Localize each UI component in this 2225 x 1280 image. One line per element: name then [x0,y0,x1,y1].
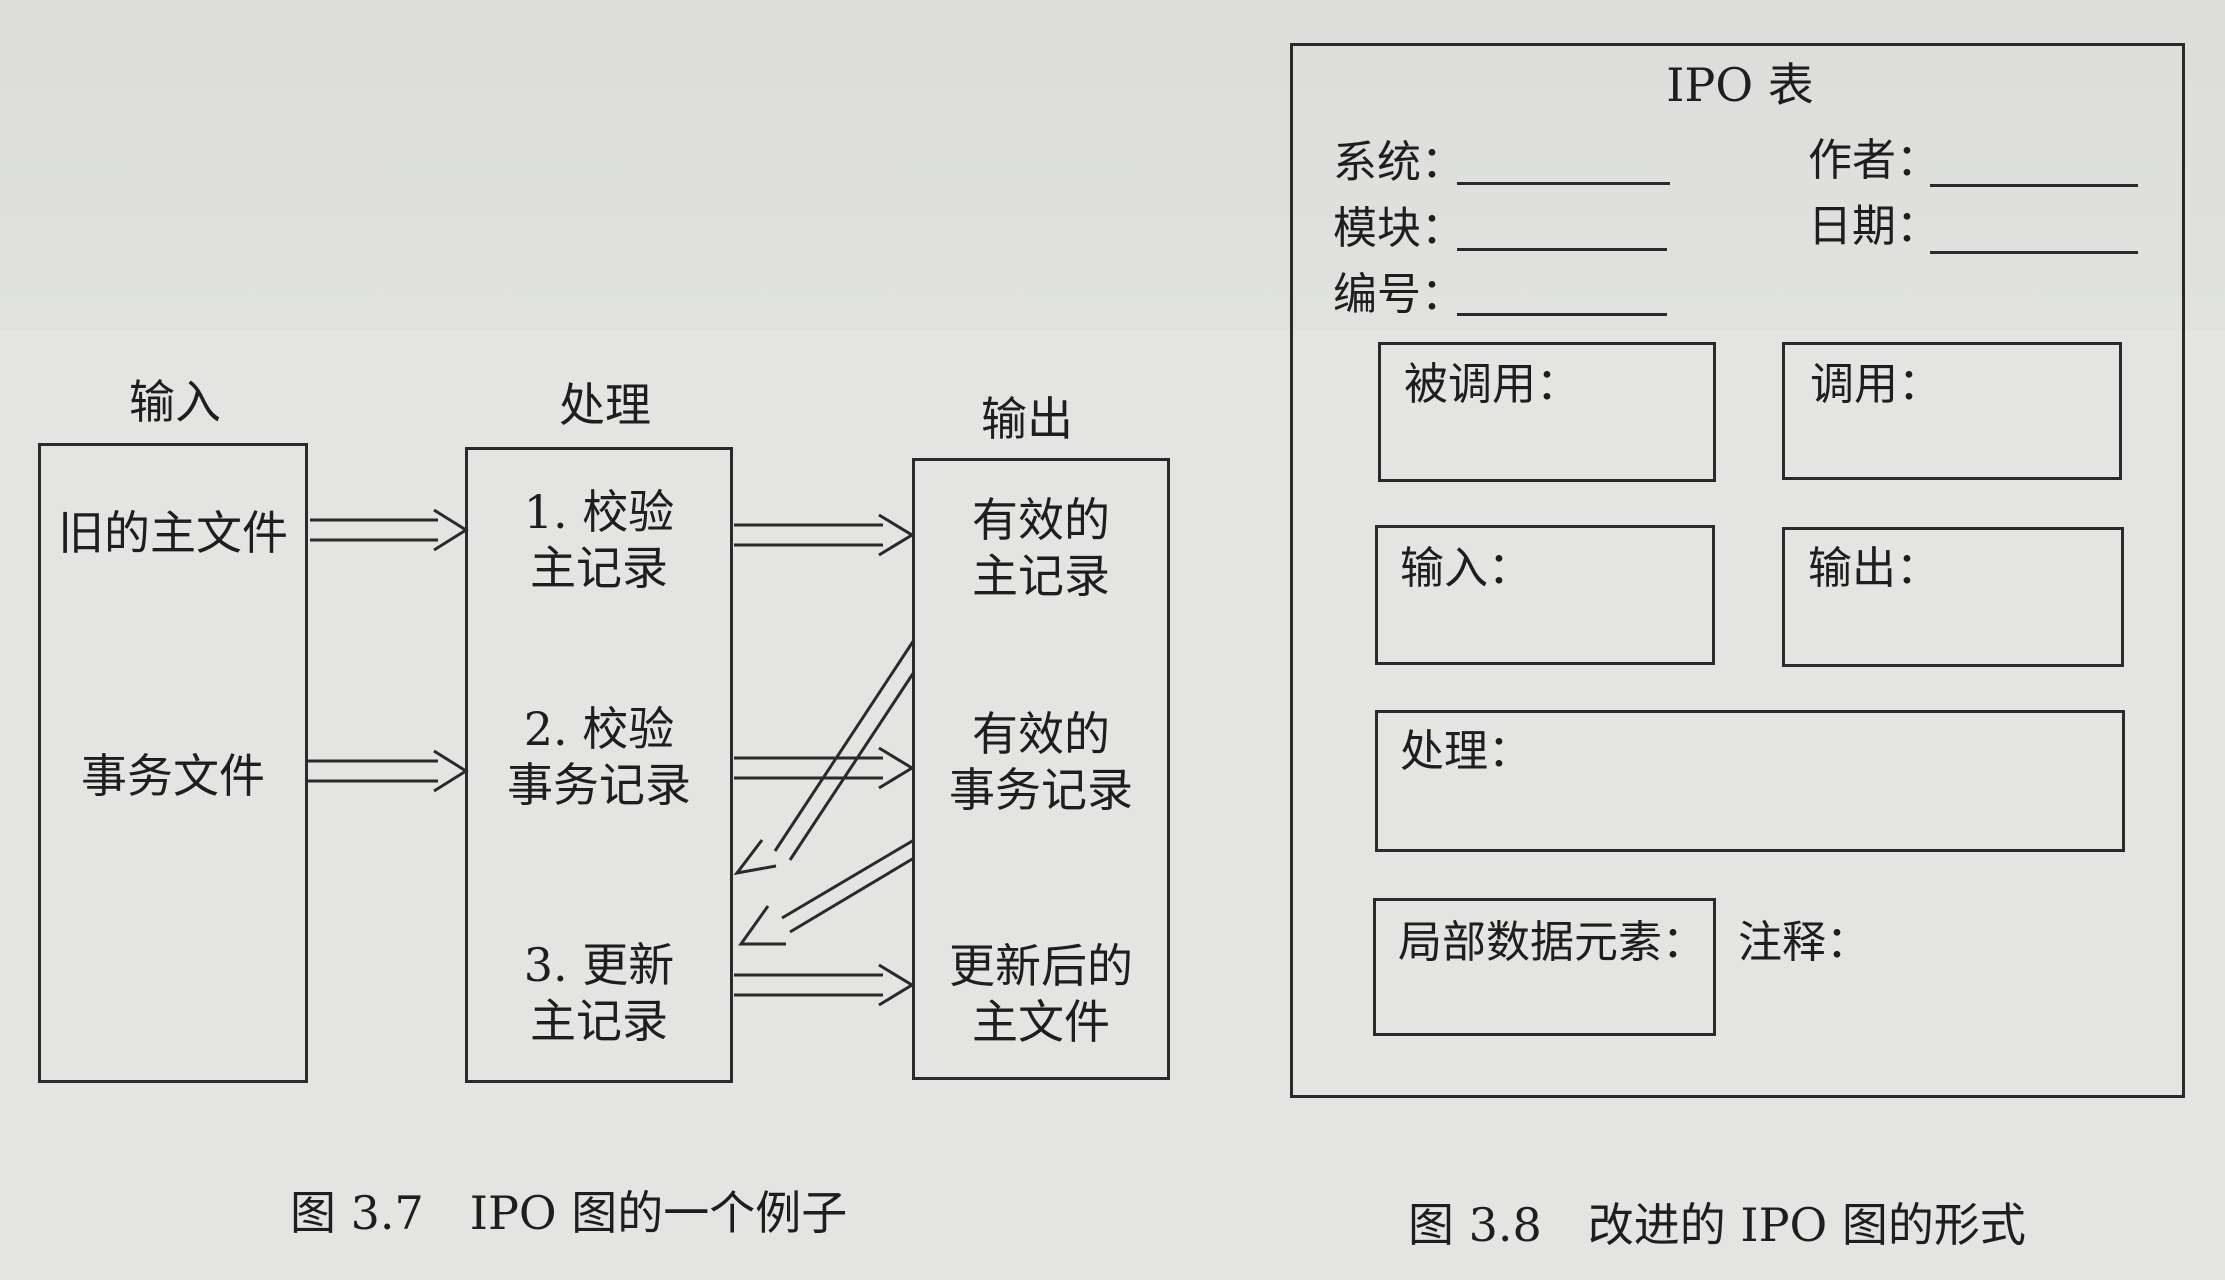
field-number-line [1457,313,1667,316]
input-box-label: 输入： [1400,543,1532,594]
figure-3-8-caption: 图 3.8 改进的 IPO 图的形式 [1408,1198,2026,1252]
output-item-valid-transaction: 有效的 事务记录 [949,707,1133,817]
process-item-validate-master: 1. 校验 主记录 [523,485,675,595]
input-item-transaction-file: 事务文件 [81,749,265,803]
output-box-label: 输出： [1808,543,1940,594]
calls-box [1782,342,2122,480]
arrow-old-master-to-validate [310,508,469,552]
field-module-line [1457,248,1667,251]
ipo-table-frame [1290,43,2185,1098]
faded-background-text-area [0,0,2225,330]
process-item-update-master: 3. 更新 主记录 [523,938,675,1048]
arrow-validate-master-to-valid-master [734,513,915,557]
input-item-old-master-file: 旧的主文件 [58,506,288,560]
arrow-update-master-to-updated-file [734,963,915,1007]
input-column-box [38,443,308,1083]
notes-label: 注释： [1738,917,1870,968]
field-system-label: 系统： [1333,137,1465,188]
process-box-label: 处理： [1400,726,1532,777]
output-column-box [912,458,1170,1080]
figure-3-7-caption: 图 3.7 IPO 图的一个例子 [290,1186,848,1240]
field-system-line [1457,182,1670,185]
field-author-label: 作者： [1808,135,1940,186]
called-by-label: 被调用： [1404,359,1580,410]
process-item-validate-transaction: 2. 校验 事务记录 [507,702,691,812]
arrow-transaction-to-validate [308,749,469,793]
process-box [1375,710,2125,852]
called-by-box [1378,342,1716,482]
field-date-line [1930,251,2138,254]
process-column-header: 处理 [559,378,651,432]
process-column-box [465,447,733,1083]
arrow-valid-transaction-to-update [738,838,915,946]
input-column-header: 输入 [129,375,221,429]
output-box [1782,527,2124,667]
field-date-label: 日期： [1808,201,1940,252]
local-data-label: 局部数据元素： [1398,917,1706,968]
field-number-label: 编号： [1333,269,1465,320]
arrow-valid-master-to-update [733,639,916,876]
arrow-validate-transaction-to-valid-transaction [734,746,915,790]
output-item-valid-master: 有效的 主记录 [972,493,1110,603]
calls-label: 调用： [1810,359,1942,410]
field-author-line [1930,184,2138,187]
output-item-updated-master-file: 更新后的 主文件 [949,939,1133,1049]
field-module-label: 模块： [1333,203,1465,254]
local-data-box [1373,898,1716,1036]
input-box [1375,525,1715,665]
ipo-table-title: IPO 表 [1666,58,1814,112]
output-column-header: 输出 [981,392,1073,446]
